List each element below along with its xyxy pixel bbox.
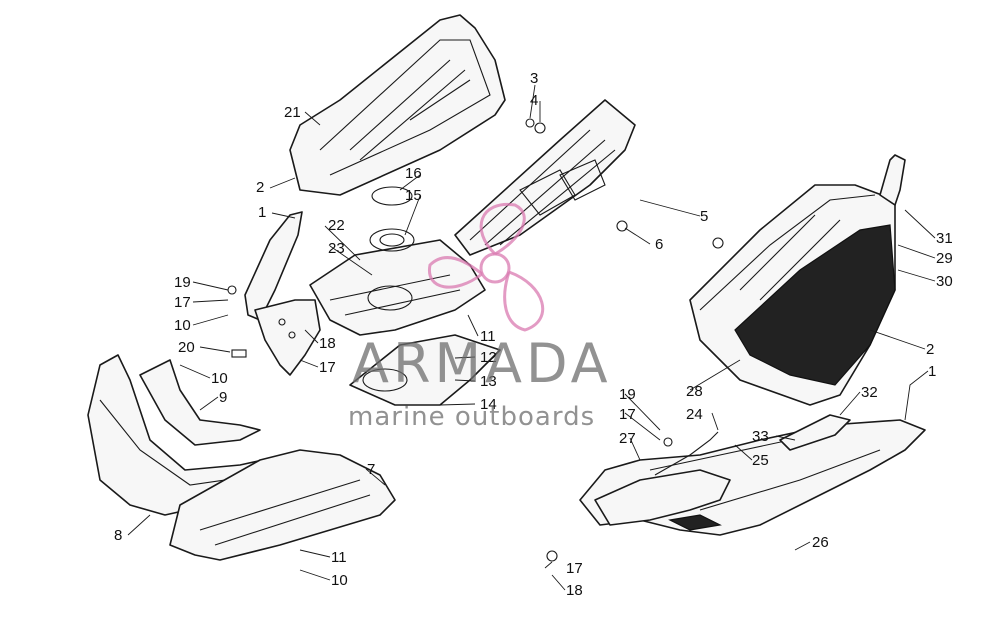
callout-16: 16 (405, 165, 422, 182)
callout-17: 17 (319, 359, 336, 376)
callout-10: 10 (174, 317, 191, 334)
hardware-parts (227, 118, 724, 562)
callout-24: 24 (686, 406, 703, 423)
callout-1: 1 (928, 363, 936, 380)
callout-11: 11 (331, 549, 347, 566)
watermark-brand: ARMADA (352, 332, 612, 395)
callout-18: 18 (319, 335, 336, 352)
callout-labels: 21 3 4 2 16 15 1 22 23 5 6 31 29 30 19 1… (114, 70, 953, 599)
callout-11: 11 (480, 328, 496, 345)
left-bracket (244, 211, 321, 376)
vent-panel (454, 99, 636, 256)
callout-7: 7 (367, 461, 375, 478)
callout-6: 6 (655, 236, 663, 253)
callout-9: 9 (219, 389, 227, 406)
leader-lines (127, 84, 936, 591)
lower-plate (349, 334, 501, 406)
callout-18: 18 (566, 582, 583, 599)
hood-upper (289, 14, 506, 196)
callout-25: 25 (752, 452, 769, 469)
callout-19: 19 (619, 386, 636, 403)
callout-13: 13 (480, 373, 497, 390)
callout-32: 32 (861, 384, 878, 401)
watermark-tagline: marine outboards (348, 402, 596, 432)
callout-29: 29 (936, 250, 953, 267)
callout-5: 5 (700, 208, 708, 225)
lower-pan-right (579, 419, 926, 536)
callout-4: 4 (530, 92, 538, 109)
callout-17: 17 (174, 294, 191, 311)
propeller-logo (428, 202, 545, 332)
callout-3: 3 (530, 70, 538, 87)
callout-2: 2 (256, 179, 264, 196)
callout-26: 26 (812, 534, 829, 551)
skid-plate-left (169, 449, 396, 561)
callout-2: 2 (926, 341, 934, 358)
callout-30: 30 (936, 273, 953, 290)
side-panel-right (689, 154, 906, 406)
callout-17: 17 (619, 406, 636, 423)
callout-10: 10 (211, 370, 228, 387)
callout-10: 10 (331, 572, 348, 589)
callout-21: 21 (284, 104, 301, 121)
callout-15: 15 (405, 187, 422, 204)
callout-28: 28 (686, 383, 703, 400)
callout-8: 8 (114, 527, 122, 544)
callout-20: 20 (178, 339, 195, 356)
callout-12: 12 (480, 349, 497, 366)
small-plates (779, 414, 851, 451)
callout-33: 33 (752, 428, 769, 445)
center-tray (309, 239, 486, 336)
callout-22: 22 (328, 217, 345, 234)
callout-23: 23 (328, 240, 345, 257)
callout-19: 19 (174, 274, 191, 291)
grommet-rings (369, 186, 415, 252)
callout-27: 27 (619, 430, 636, 447)
callout-17: 17 (566, 560, 583, 577)
callout-14: 14 (480, 396, 497, 413)
callout-1: 1 (258, 204, 266, 221)
callout-31: 31 (936, 230, 953, 247)
